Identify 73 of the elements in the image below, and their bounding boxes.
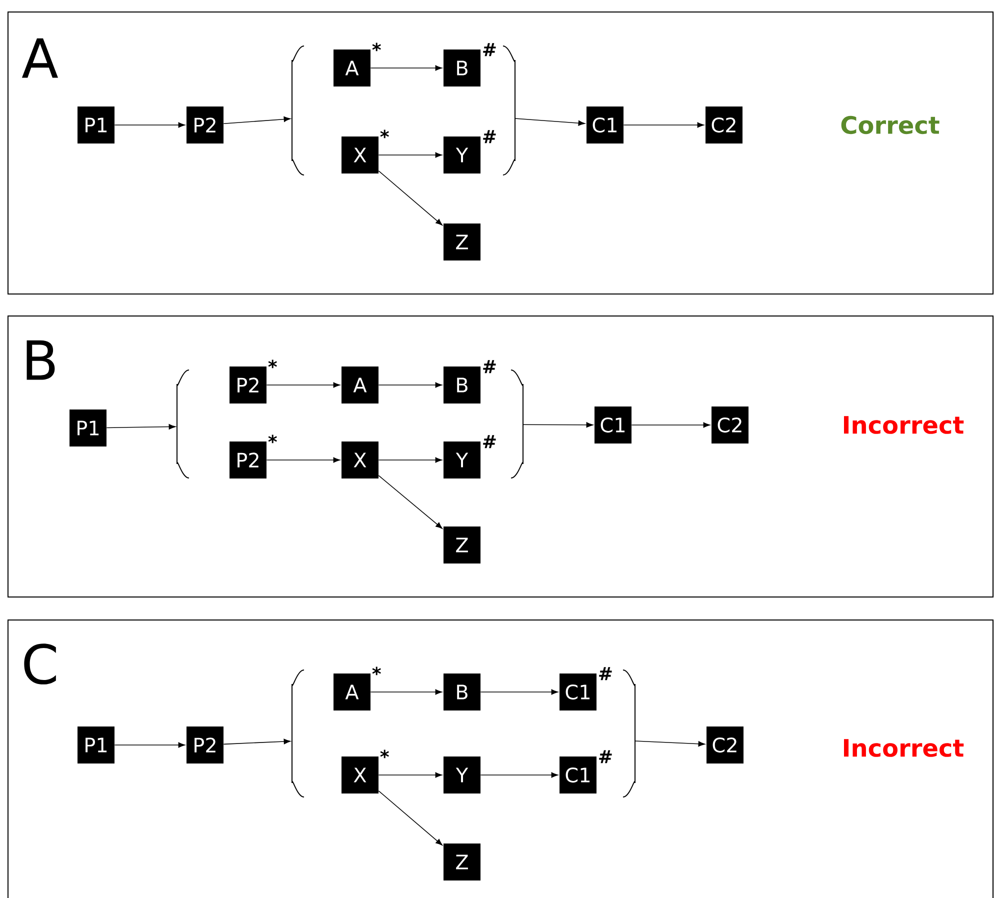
arrow bbox=[378, 152, 442, 158]
panel-letter: B bbox=[26, 340, 55, 380]
marker-symbol: # bbox=[483, 130, 496, 144]
process-box: B bbox=[444, 366, 480, 404]
arrow bbox=[370, 65, 442, 71]
process-box: C1 bbox=[560, 674, 596, 710]
marker-symbol: # bbox=[483, 435, 496, 448]
marker-symbol: # bbox=[483, 43, 496, 56]
process-box: Z bbox=[444, 844, 480, 880]
status-label: Incorrect bbox=[844, 416, 964, 434]
panel bbox=[8, 620, 994, 898]
arrow bbox=[480, 772, 558, 778]
arrow bbox=[514, 118, 586, 126]
status-label: Correct bbox=[841, 116, 940, 134]
process-box: Y bbox=[444, 136, 480, 174]
process-box: Y bbox=[444, 756, 480, 794]
marker-symbol: * bbox=[372, 666, 381, 676]
panel bbox=[8, 12, 994, 294]
marker-symbol: * bbox=[372, 42, 381, 52]
process-box: X bbox=[342, 136, 378, 174]
process-box: P1 bbox=[78, 726, 114, 764]
status-label: Incorrect bbox=[844, 739, 964, 757]
marker-symbol: # bbox=[599, 750, 612, 764]
arrow bbox=[378, 382, 442, 388]
process-box: Z bbox=[444, 526, 480, 564]
process-box: B bbox=[444, 50, 480, 86]
process-box: P2 bbox=[186, 106, 224, 144]
arrow bbox=[378, 790, 442, 846]
arrow bbox=[223, 738, 291, 745]
arrow bbox=[266, 382, 340, 388]
arrow bbox=[623, 122, 704, 128]
marker-symbol: * bbox=[268, 360, 277, 368]
arrow bbox=[378, 772, 442, 778]
process-box: P2 bbox=[186, 726, 224, 764]
arrow bbox=[378, 475, 442, 529]
process-box: P2 bbox=[230, 366, 266, 404]
arrow bbox=[223, 116, 291, 124]
marker-symbol: # bbox=[483, 360, 496, 374]
arrow bbox=[631, 422, 710, 428]
process-box: C1 bbox=[560, 756, 596, 794]
marker-symbol: * bbox=[380, 750, 389, 758]
marker-symbol: * bbox=[380, 130, 389, 138]
process-box: X bbox=[342, 442, 378, 478]
process-box: X bbox=[342, 756, 378, 794]
arrow bbox=[378, 170, 442, 226]
process-box: B bbox=[444, 674, 480, 710]
process-box: Z bbox=[444, 224, 480, 260]
arrow bbox=[634, 740, 706, 747]
arrow bbox=[114, 742, 186, 748]
process-box: P1 bbox=[70, 410, 106, 446]
process-box: C1 bbox=[586, 106, 624, 144]
process-box: C2 bbox=[712, 406, 748, 444]
arrow bbox=[370, 689, 442, 695]
arrow bbox=[106, 424, 176, 430]
panel-letter: A bbox=[22, 38, 58, 78]
arrow bbox=[480, 689, 558, 695]
arrow bbox=[266, 457, 340, 463]
process-box: C1 bbox=[594, 406, 632, 444]
arrow bbox=[114, 122, 186, 128]
arrow bbox=[522, 422, 594, 428]
process-box: A bbox=[334, 674, 370, 710]
process-box: P2 bbox=[230, 442, 266, 478]
process-box: A bbox=[334, 50, 370, 86]
arrow bbox=[378, 457, 442, 463]
panel-letter: C bbox=[24, 644, 56, 684]
process-box: Y bbox=[444, 442, 480, 478]
process-box: C2 bbox=[706, 106, 742, 144]
process-box: A bbox=[342, 366, 378, 404]
process-box: P1 bbox=[78, 106, 114, 144]
marker-symbol: # bbox=[599, 667, 612, 680]
process-box: C2 bbox=[706, 726, 744, 764]
panel bbox=[8, 316, 994, 598]
marker-symbol: * bbox=[268, 434, 277, 444]
